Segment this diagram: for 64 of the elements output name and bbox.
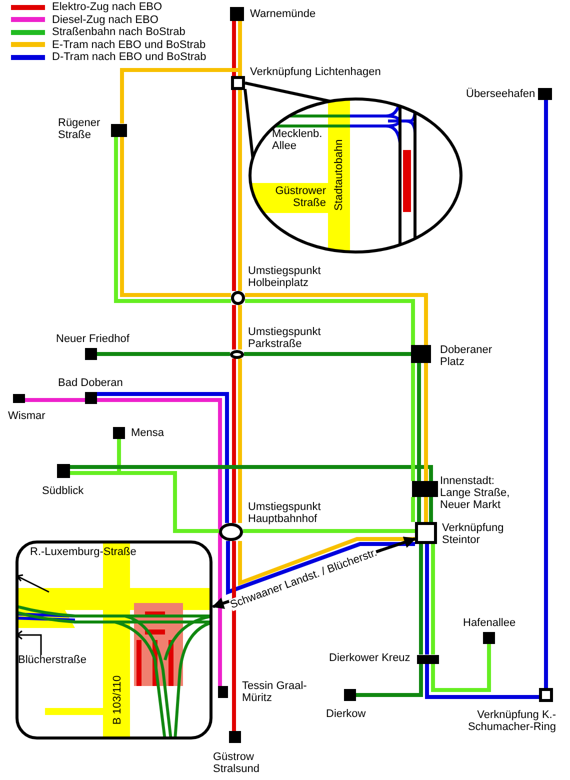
track-line: [429, 497, 433, 522]
legend-label: Elektro-Zug nach EBO: [52, 1, 162, 13]
track-line: [411, 497, 415, 522]
legend-label: Diesel-Zug nach EBO: [52, 14, 158, 26]
station-name: Dierkower Kreuz: [329, 652, 410, 664]
track-line: [356, 664, 423, 697]
station-name: Mensa: [131, 427, 164, 439]
legend-label: Straßenbahn nach BoStrab: [52, 26, 186, 38]
street-name: B 103/110: [111, 675, 124, 725]
track-line: [425, 664, 539, 699]
street-name: Blücherstraße: [18, 654, 86, 666]
track-line: [425, 544, 429, 654]
station-name: Dierkow: [326, 708, 366, 720]
street-name: Stadtautobahn: [332, 139, 345, 211]
track-line: [238, 90, 242, 291]
station-name: Tessin Graal-Müritz: [242, 680, 308, 704]
station-name: Umstiegspunkt Parkstraße: [248, 326, 322, 350]
track-line: [97, 392, 229, 523]
legend-label: D-Tram nach EBO und BoStrab: [52, 51, 206, 63]
track-line: [419, 544, 423, 654]
station-name: Umstiegspunkt Hauptbahnhof: [248, 501, 322, 525]
track-line: [232, 358, 236, 523]
track-line: [431, 644, 491, 692]
track-line: [238, 305, 242, 350]
track-line: [232, 90, 236, 291]
track-line: [238, 358, 242, 523]
track-line: [97, 352, 230, 356]
track-line: [97, 398, 222, 686]
station-name: Wismar: [8, 410, 46, 422]
station-name: Güstrow Stralsund: [213, 751, 260, 775]
track-line: [411, 363, 415, 481]
track-line: [424, 497, 428, 522]
track-line: [238, 537, 415, 586]
station-name: Umstiegspunkt Holbeinplatz: [248, 265, 322, 289]
track-line: [243, 529, 415, 533]
station-name: Hafenallee: [463, 617, 516, 629]
track-line: [431, 544, 435, 654]
station-name: Überseehafen: [466, 88, 536, 100]
street-name: Güstrower Straße: [274, 185, 326, 209]
track-line: [544, 100, 548, 688]
station-name: Verknüpfung K.-Schumacher-Ring: [466, 709, 556, 733]
station-name: Doberaner Platz: [440, 344, 493, 368]
station-name: Verknüpfung Lichtenhagen: [250, 66, 381, 78]
track-line: [245, 299, 415, 345]
station-name: Warnemünde: [250, 8, 316, 20]
station-name: Rügener Straße: [58, 117, 102, 141]
station-name: Bad Doberan: [58, 377, 123, 389]
track-line: [70, 465, 433, 481]
track-line: [232, 541, 236, 731]
track-line: [245, 293, 428, 345]
legend-label: E-Tram nach EBO und BoStrab: [52, 38, 206, 50]
track-line: [417, 363, 421, 481]
station-name: Innenstadt: Lange Straße, Neuer Markt: [440, 475, 511, 511]
track-line: [244, 352, 411, 356]
track-line: [417, 497, 421, 522]
track-line: [232, 21, 236, 76]
station-name: Neuer Friedhof: [56, 333, 130, 345]
track-line: [424, 363, 428, 481]
track-line: [232, 305, 236, 350]
street-name: Mecklenb. Allee: [272, 128, 324, 152]
station-name: Verknüpfung Steintor: [442, 522, 505, 546]
station-name: Südblick: [42, 485, 84, 497]
track-line: [25, 398, 85, 402]
track-line: [226, 541, 415, 595]
